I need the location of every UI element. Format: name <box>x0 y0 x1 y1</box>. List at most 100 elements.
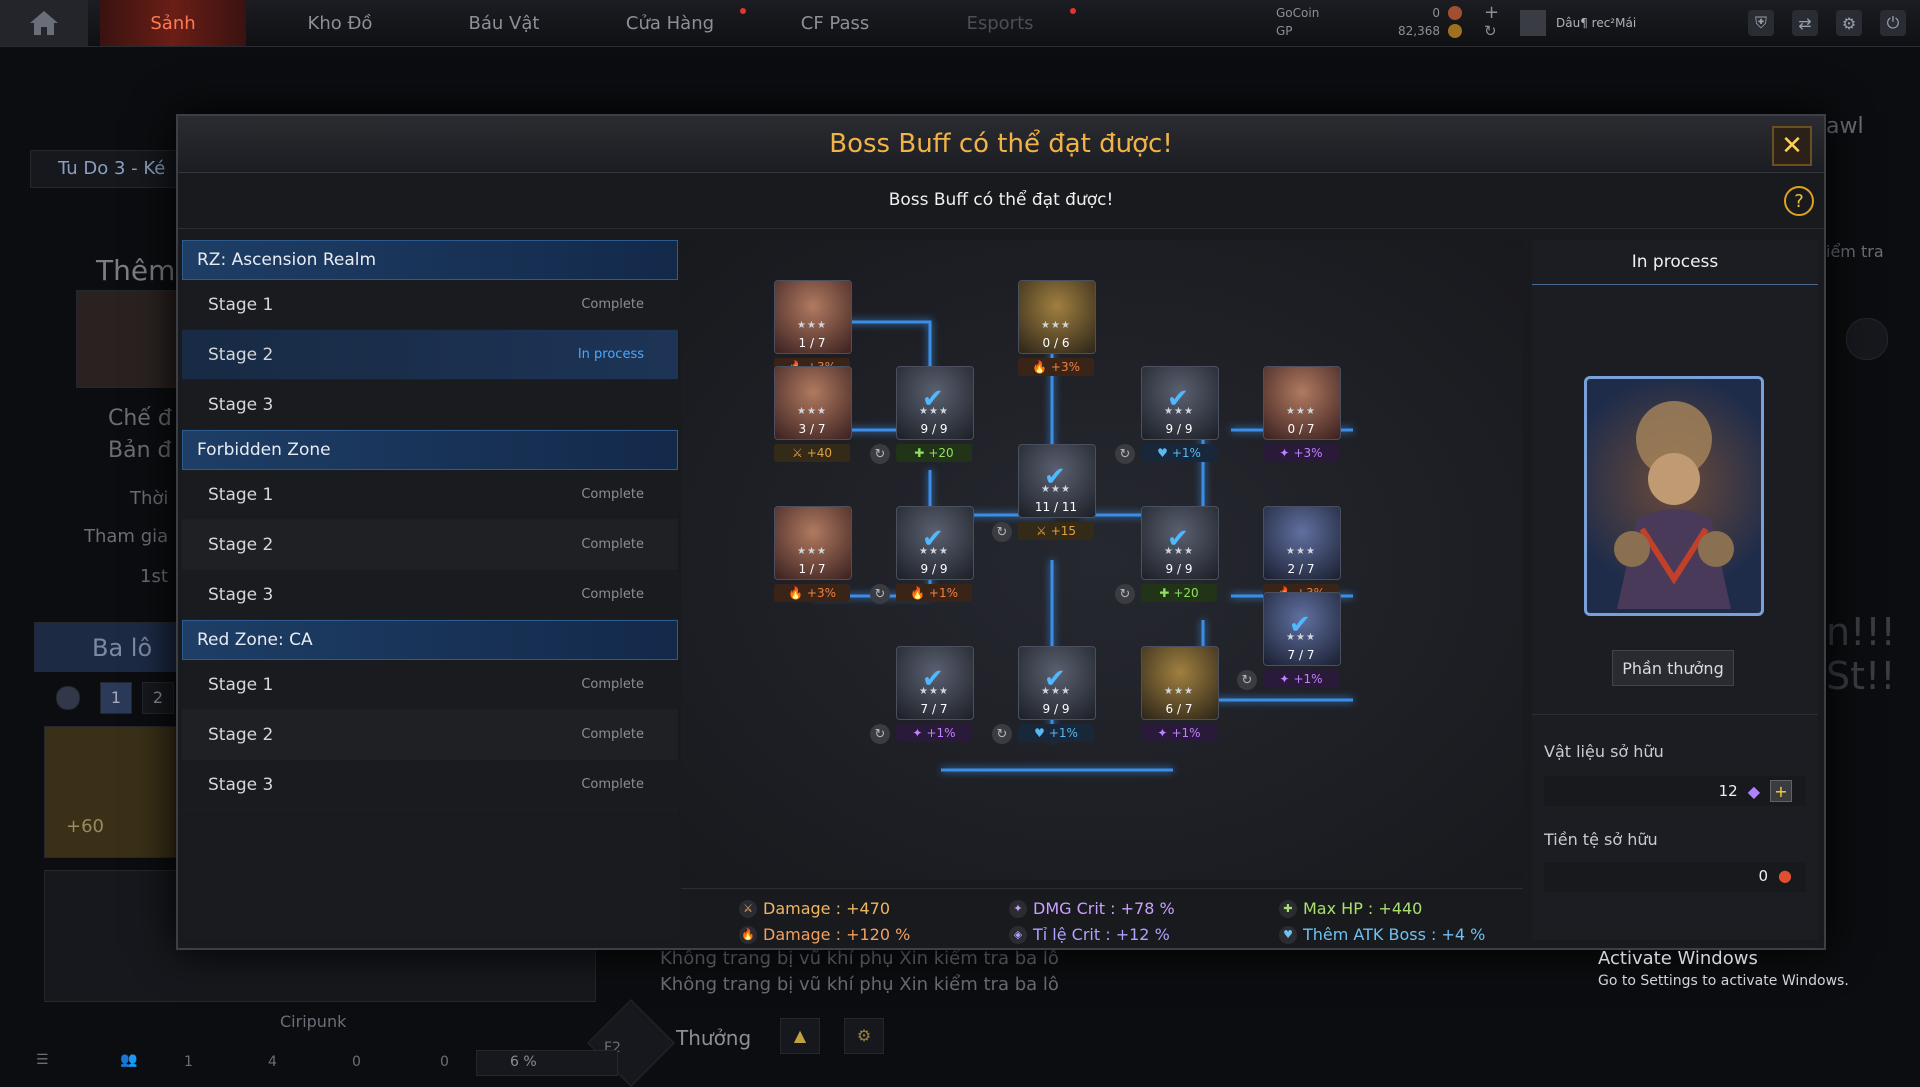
refresh-icon[interactable]: ↻ <box>992 724 1012 744</box>
stage-row[interactable]: Stage 2 Complete <box>182 710 678 760</box>
node-progress: 9 / 9 <box>920 562 948 576</box>
settings-wheel-icon[interactable] <box>1846 318 1888 360</box>
buff-node[interactable]: ✔★★★9 / 9♥+1% <box>1018 646 1096 742</box>
buff-node[interactable]: ★★★0 / 7✦+3% <box>1263 366 1341 462</box>
home-icon <box>30 11 58 35</box>
buff-node[interactable]: ★★★6 / 7✦+1% <box>1141 646 1219 742</box>
bag-page-1[interactable]: 1 <box>100 682 132 714</box>
gear-icon[interactable]: ⚙ <box>1836 10 1862 36</box>
bonus-value: +20 <box>1173 586 1199 600</box>
bonus-value: +3% <box>806 586 837 600</box>
star-rating-icon: ★★★ <box>1164 406 1194 417</box>
total-stat-text: DMG Crit : +78 % <box>1033 899 1175 918</box>
tab-bau-vat[interactable]: Báu Vật <box>468 12 540 34</box>
purple-icon: ✦ <box>912 726 923 740</box>
stage-label: Stage 2 <box>208 344 274 365</box>
buff-node[interactable]: ★★★3 / 7⚔+40 <box>774 366 852 462</box>
home-button[interactable] <box>0 0 88 46</box>
node-progress: 9 / 9 <box>1165 422 1193 436</box>
total-stat-text: Damage : +120 % <box>763 925 911 944</box>
buff-node[interactable]: ★★★1 / 7🔥+3% <box>774 280 852 376</box>
sword-icon: ⚔ <box>1035 524 1047 538</box>
stage-status: Complete <box>581 727 644 742</box>
total-stat: ✚Max HP : +440 <box>1279 899 1422 918</box>
group-header[interactable]: Red Zone: CA <box>182 620 678 660</box>
chat-up-button[interactable]: ▲ <box>780 1018 820 1054</box>
buff-node[interactable]: ✔★★★9 / 9✚+20 <box>1141 506 1219 602</box>
close-button[interactable]: ✕ <box>1772 126 1812 166</box>
divider <box>1532 714 1818 715</box>
reward-button[interactable]: Phần thưởng <box>1612 650 1734 686</box>
buff-node[interactable]: ★★★2 / 7🔥+3% <box>1263 506 1341 602</box>
close-icon: ✕ <box>1781 131 1803 161</box>
group-header[interactable]: RZ: Ascension Realm <box>182 240 678 280</box>
exit-icon[interactable]: ⇄ <box>1792 10 1818 36</box>
refresh-icon[interactable]: ↻ <box>870 444 890 464</box>
buff-node[interactable]: ★★★1 / 7🔥+3% <box>774 506 852 602</box>
volume-slider[interactable] <box>476 1050 618 1076</box>
chat-settings-button[interactable]: ⚙ <box>844 1018 884 1054</box>
refresh-icon[interactable]: ↻ <box>992 522 1012 542</box>
windows-line-1: Activate Windows <box>1598 948 1758 969</box>
windows-line-2: Go to Settings to activate Windows. <box>1598 973 1849 989</box>
buff-node[interactable]: ✔★★★11 / 11⚔+15 <box>1018 444 1096 540</box>
bag-page-2[interactable]: 2 <box>142 682 174 714</box>
group-header[interactable]: Forbidden Zone <box>182 430 678 470</box>
node-bonus: 🔥+3% <box>1018 358 1094 376</box>
buff-node[interactable]: ✔★★★9 / 9♥+1% <box>1141 366 1219 462</box>
add-currency-icon[interactable]: + <box>1484 2 1500 23</box>
status-count-1: 1 <box>184 1054 193 1070</box>
character-portrait <box>1263 592 1341 666</box>
menu-icon[interactable]: ☰ <box>36 1052 49 1068</box>
refresh-icon[interactable]: ↻ <box>870 724 890 744</box>
refresh-icon[interactable]: ↻ <box>870 584 890 604</box>
purple-icon: ✦ <box>1157 726 1168 740</box>
refresh-icon[interactable]: ↻ <box>1237 670 1257 690</box>
star-rating-icon: ★★★ <box>919 406 949 417</box>
bag-slot[interactable] <box>44 726 176 858</box>
dialog-subtitle: Boss Buff có thể đạt được! <box>178 172 1824 229</box>
shield-icon[interactable]: ⛨ <box>1748 10 1774 36</box>
buff-node[interactable]: ✔★★★7 / 7✦+1% <box>896 646 974 742</box>
buff-node[interactable]: ✔★★★9 / 9✚+20 <box>896 366 974 462</box>
boss-panel: In process Phần thưởng Vật liệu sở hữu 1… <box>1532 240 1818 940</box>
character-portrait <box>896 506 974 580</box>
bag-label: Ba lô <box>92 634 153 662</box>
user-icon: 👥 <box>120 1052 138 1068</box>
power-icon[interactable]: ⏻ <box>1880 10 1906 36</box>
tab-esports[interactable]: Esports <box>930 0 1076 46</box>
refresh-icon[interactable]: ↻ <box>1115 444 1135 464</box>
tab-kho-do[interactable]: Kho Đồ <box>307 12 373 34</box>
buff-node[interactable]: ★★★0 / 6🔥+3% <box>1018 280 1096 376</box>
help-button[interactable]: ? <box>1784 186 1814 216</box>
tab-cua-hang[interactable]: Cửa Hàng <box>600 0 746 46</box>
bag-header <box>34 622 176 672</box>
buff-node[interactable]: ✔★★★9 / 9🔥+1% <box>896 506 974 602</box>
tab-sanh[interactable]: Sảnh <box>100 0 246 46</box>
refresh-icon[interactable]: ↻ <box>1484 22 1497 40</box>
material-value-row: 12 ◆ + <box>1719 780 1792 802</box>
stage-row[interactable]: Stage 3 <box>182 380 678 430</box>
chat-mode[interactable]: Thưởng <box>676 1026 752 1050</box>
tab-cf-pass[interactable]: CF Pass <box>800 12 870 34</box>
node-progress: 2 / 7 <box>1287 562 1315 576</box>
add-material-button[interactable]: + <box>1770 780 1792 802</box>
node-bonus: ✦+3% <box>1263 444 1339 462</box>
star-rating-icon: ★★★ <box>1286 546 1316 557</box>
gp-icon <box>1448 24 1462 38</box>
gocoin-label: GoCoin <box>1276 6 1320 20</box>
bonus-value: +1% <box>1171 446 1201 460</box>
refresh-icon[interactable]: ↻ <box>1115 584 1135 604</box>
bg-right-label-2: iểm tra <box>1826 242 1884 261</box>
stage-label: Stage 2 <box>208 724 274 745</box>
purple-icon: ✦ <box>1279 672 1290 686</box>
buff-node[interactable]: ✔★★★7 / 7✦+1% <box>1263 592 1341 688</box>
star-rating-icon: ★★★ <box>1041 484 1071 495</box>
